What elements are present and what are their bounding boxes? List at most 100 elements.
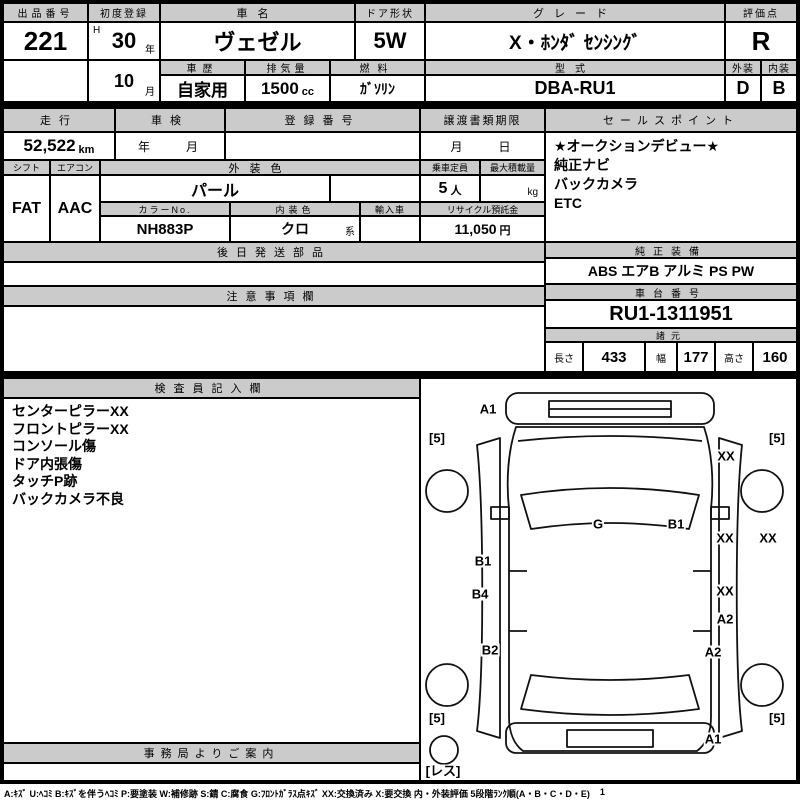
damage-label: A1 xyxy=(478,401,498,417)
import-value xyxy=(360,216,420,242)
displacement-cell: 1500 cc xyxy=(245,75,330,102)
wheel-rear-right xyxy=(740,663,784,707)
capacity-cell: 5 人 xyxy=(420,175,480,202)
damage-label: [5] xyxy=(768,430,786,446)
damage-label: A2 xyxy=(715,611,735,627)
mileage-header: 走行 xyxy=(3,108,115,132)
lot-number-value: 221 xyxy=(3,22,88,60)
fuel-value: ｶﾞｿﾘﾝ xyxy=(330,75,425,102)
inspector-note-item: コンソール傷 xyxy=(12,438,96,454)
spare-tire xyxy=(429,735,459,765)
lot-number-extra-cell xyxy=(3,60,88,102)
rear-plate xyxy=(566,729,654,748)
exterior-grade-header: 外装 xyxy=(725,60,761,75)
first-registration-year-cell: H 30 年 xyxy=(88,22,160,60)
rear-bumper xyxy=(505,722,715,754)
inspector-note-item: センターピラーXX xyxy=(12,403,129,419)
era-prefix: H xyxy=(93,25,101,36)
damage-label: XX xyxy=(715,530,735,546)
interior-grade-header: 内装 xyxy=(761,60,797,75)
transfer-docs-header: 譲渡書類期限 xyxy=(420,108,545,132)
damage-label: XX xyxy=(758,530,778,546)
mirror-left xyxy=(490,506,510,520)
exterior-color-extra-cell xyxy=(330,175,420,202)
exterior-grade-value: D xyxy=(725,75,761,102)
car-body xyxy=(506,426,714,752)
displacement-value: 1500 xyxy=(260,78,299,98)
mirror-right xyxy=(710,506,730,520)
spec-length-value: 433 xyxy=(583,342,645,372)
month-unit-label: 月 xyxy=(145,87,155,98)
later-parts-value xyxy=(3,262,545,286)
office-info-value xyxy=(3,763,420,781)
spec-height-label: 高さ xyxy=(715,342,753,372)
damage-label: B1 xyxy=(473,553,493,569)
shift-header: シフト xyxy=(3,160,50,175)
car-name-value: ヴェゼル xyxy=(160,22,355,60)
color-number-header: カラーNo. xyxy=(100,202,230,216)
factory-equipment-header: 純正装備 xyxy=(545,242,797,258)
grade-header: グレード xyxy=(425,3,725,22)
spec-height-value: 160 xyxy=(753,342,797,372)
sales-point-item: バックカメラ xyxy=(554,176,638,192)
inspector-notes-header: 検査員記入欄 xyxy=(3,378,420,398)
aircon-header: エアコン xyxy=(50,160,100,175)
inspector-note-item: バックカメラ不良 xyxy=(12,490,124,507)
car-name-header: 車名 xyxy=(160,3,355,22)
damage-label: XX xyxy=(716,448,736,464)
vin-value: RU1-1311951 xyxy=(545,300,797,328)
exterior-color-header: 外装色 xyxy=(100,160,420,175)
first-registration-month-cell: 10 月 xyxy=(88,60,160,102)
spec-width-value: 177 xyxy=(677,342,715,372)
recycle-deposit-cell: 11,050 円 xyxy=(420,216,545,242)
payload-header: 最大積載量 xyxy=(480,160,545,175)
interior-color-cell: クロ 系 xyxy=(230,216,360,242)
windshield xyxy=(520,487,700,530)
year-unit-label: 年 xyxy=(145,45,155,56)
displacement-header: 排気量 xyxy=(245,60,330,75)
damage-label: XX xyxy=(715,583,735,599)
front-bumper xyxy=(505,392,715,425)
wheel-front-right xyxy=(740,469,784,513)
first-registration-month: 10 xyxy=(113,70,135,91)
grade-value: X・ﾎﾝﾀﾞ ｾﾝｼﾝｸﾞ xyxy=(425,22,725,60)
left-side-panel xyxy=(476,437,501,739)
fuel-header: 燃料 xyxy=(330,60,425,75)
damage-label: A2 xyxy=(703,644,723,660)
hood-line xyxy=(517,435,703,442)
sales-points-header: セールスポイント xyxy=(545,108,797,132)
sales-point-item: 純正ナビ xyxy=(554,157,610,173)
mileage-cell: 52,522 km xyxy=(3,132,115,160)
specs-header: 諸元 xyxy=(545,328,797,342)
exterior-color-value: パール xyxy=(100,175,330,202)
office-info-header: 事務局よりご案内 xyxy=(3,743,420,763)
model-code-header: 型式 xyxy=(425,60,725,75)
sales-point-item: ★オークションデビュー★ xyxy=(554,138,720,154)
payload-cell: kg xyxy=(480,175,545,202)
legend-bar: A:ｷｽﾞ U:ﾍｺﾐ B:ｷｽﾞを伴うﾍｺﾐ P:要塗装 W:補修跡 S:錆 … xyxy=(4,787,796,800)
caution-notes-value xyxy=(3,306,545,372)
inspector-note-item: タッチP跡 xyxy=(12,473,78,489)
recycle-deposit-unit: 円 xyxy=(499,225,511,237)
later-parts-header: 後日発送部品 xyxy=(3,242,545,262)
inspector-note-item: フロントピラーXX xyxy=(12,420,129,437)
model-code-value: DBA-RU1 xyxy=(425,75,725,102)
damage-label: G xyxy=(591,516,605,532)
damage-label: A1 xyxy=(703,731,723,747)
car-history-header: 車歴 xyxy=(160,60,245,75)
damage-label: [5] xyxy=(428,710,446,726)
aircon-value: AAC xyxy=(50,175,100,242)
capacity-unit: 人 xyxy=(450,185,462,197)
damage-label: B2 xyxy=(480,642,500,658)
registration-number-value xyxy=(225,132,420,160)
door-shape-header: ドア形状 xyxy=(355,3,425,22)
inspector-note-item: ドア内張傷 xyxy=(12,455,82,472)
caution-notes-header: 注意事項欄 xyxy=(3,286,545,306)
vin-header: 車台番号 xyxy=(545,284,797,300)
capacity-value: 5 xyxy=(438,179,448,197)
sales-point-item: ETC xyxy=(554,195,582,211)
recycle-deposit-header: リサイクル預託金 xyxy=(420,202,545,216)
shaken-header: 車検 xyxy=(115,108,225,132)
right-side-panel xyxy=(718,437,743,739)
